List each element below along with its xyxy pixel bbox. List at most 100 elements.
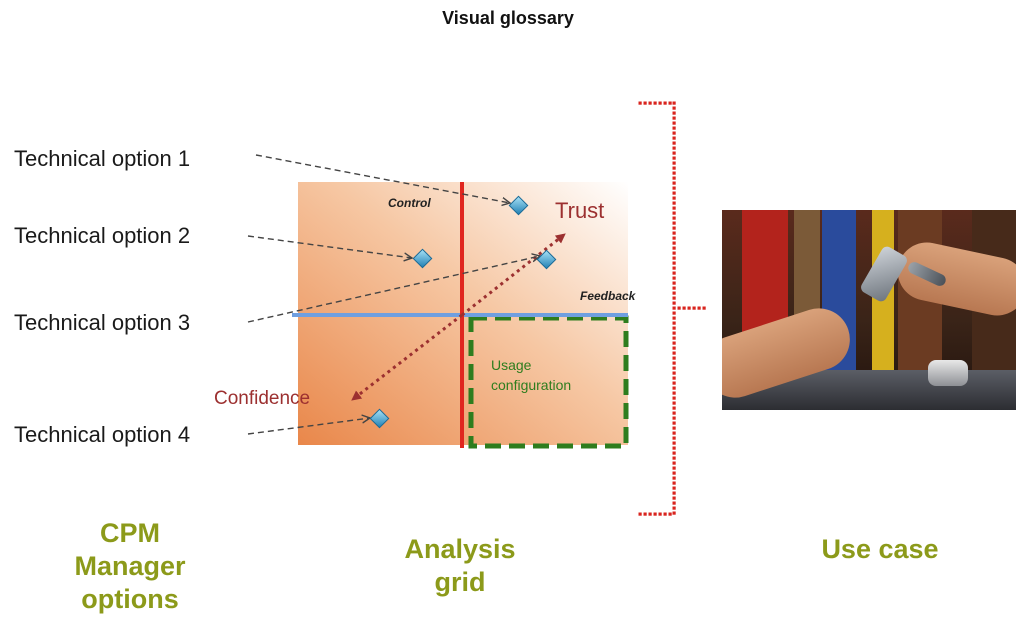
usage-label-line1: Usage (491, 357, 532, 373)
confidence-arrow (351, 313, 463, 402)
bracket-dot (672, 326, 676, 330)
bracket-dot (672, 231, 676, 235)
option-1-diamond-icon (508, 195, 529, 216)
trust-arrow (461, 232, 566, 317)
bracket-dot (672, 356, 676, 360)
bracket-dot (672, 396, 676, 400)
bracket-dot (672, 406, 676, 410)
bracket-dot (672, 361, 676, 365)
bracket-dot (677, 306, 681, 310)
caption-left-line1: CPM (100, 518, 160, 548)
bracket-dot (672, 291, 676, 295)
usage-label-line2: configuration (491, 377, 571, 393)
bracket-dot (672, 451, 676, 455)
bracket-dot (672, 431, 676, 435)
bracket-dot (672, 116, 676, 120)
bracket-dot (692, 306, 696, 310)
control-axis-label: Control (388, 196, 431, 210)
bracket-dot (672, 156, 676, 160)
bracket-dot (672, 176, 676, 180)
bracket-dot (672, 381, 676, 385)
bracket-dot (702, 306, 706, 310)
bracket-dot (672, 246, 676, 250)
bracket-dot (672, 121, 676, 125)
bracket-dot (672, 136, 676, 140)
bracket-dot (672, 441, 676, 445)
bracket-dot (663, 512, 667, 516)
bracket-dot (672, 236, 676, 240)
bracket-dot (672, 426, 676, 430)
technical-option-2-label: Technical option 2 (14, 223, 191, 248)
bracket-dot (638, 101, 642, 105)
bracket-dot (682, 306, 686, 310)
bracket-dot (672, 486, 676, 490)
bracket-dot (672, 476, 676, 480)
bracket-dot (672, 171, 676, 175)
caption-left-line3: options (81, 584, 179, 614)
bracket-dot (672, 151, 676, 155)
bracket-dot (672, 506, 676, 510)
bracket-dot (672, 181, 676, 185)
bracket-dot (672, 206, 676, 210)
bracket-dot (663, 101, 667, 105)
bracket-dot (672, 241, 676, 245)
bracket-dot (672, 366, 676, 370)
technical-option-3-label: Technical option 3 (14, 310, 191, 335)
bracket-dot (672, 456, 676, 460)
bracket-dot (643, 512, 647, 516)
bracket-dot (672, 161, 676, 165)
bracket-dot (672, 221, 676, 225)
trust-label: Trust (555, 198, 604, 223)
bracket-dot (672, 226, 676, 230)
option-1-pointer (255, 154, 510, 203)
bracket-dot (672, 391, 676, 395)
bracket-dot (672, 466, 676, 470)
bracket-dot (672, 106, 676, 110)
technical-option-4-label: Technical option 4 (14, 422, 191, 447)
bracket-dot (672, 211, 676, 215)
bracket-dot (672, 166, 676, 170)
bracket-dot (672, 421, 676, 425)
caption-left-line2: Manager (74, 551, 186, 581)
bracket-dot (672, 191, 676, 195)
bracket-dot (672, 311, 676, 315)
bracket-dot (668, 101, 672, 105)
bracket-dot (672, 316, 676, 320)
bracket-dot (672, 251, 676, 255)
bracket-dot (672, 301, 676, 305)
bracket-dot (658, 101, 662, 105)
use-case-photo (722, 210, 1016, 410)
cup-shape (928, 360, 968, 386)
bracket-dot (672, 281, 676, 285)
bracket-dot (672, 401, 676, 405)
bracket-dot (672, 331, 676, 335)
bracket-dot (672, 436, 676, 440)
bracket-dot (672, 371, 676, 375)
bracket-dot (672, 146, 676, 150)
bracket-dot (672, 196, 676, 200)
page-title: Visual glossary (442, 8, 574, 28)
caption-middle-line1: Analysis (404, 534, 516, 564)
bracket-dot (672, 446, 676, 450)
bracket-dot (672, 286, 676, 290)
feedback-axis-label: Feedback (580, 289, 637, 303)
bracket-dot (687, 306, 691, 310)
option-3-diamond-icon (536, 249, 557, 270)
bracket-dot (672, 336, 676, 340)
bracket-dot (672, 111, 676, 115)
bracket-dot (672, 216, 676, 220)
bracket-dot (672, 341, 676, 345)
bracket-dot (672, 271, 676, 275)
bracket-dot (672, 501, 676, 505)
bracket-dot (672, 131, 676, 135)
bracket-dot (672, 321, 676, 325)
bracket-dot (672, 351, 676, 355)
bracket-dot (672, 411, 676, 415)
bracket-dot (672, 256, 676, 260)
bracket-dot (668, 512, 672, 516)
bracket-dot (672, 471, 676, 475)
bracket-dot (672, 511, 676, 515)
bracket-dot (672, 296, 676, 300)
bracket-dot (672, 141, 676, 145)
bracket-dot (638, 512, 642, 516)
